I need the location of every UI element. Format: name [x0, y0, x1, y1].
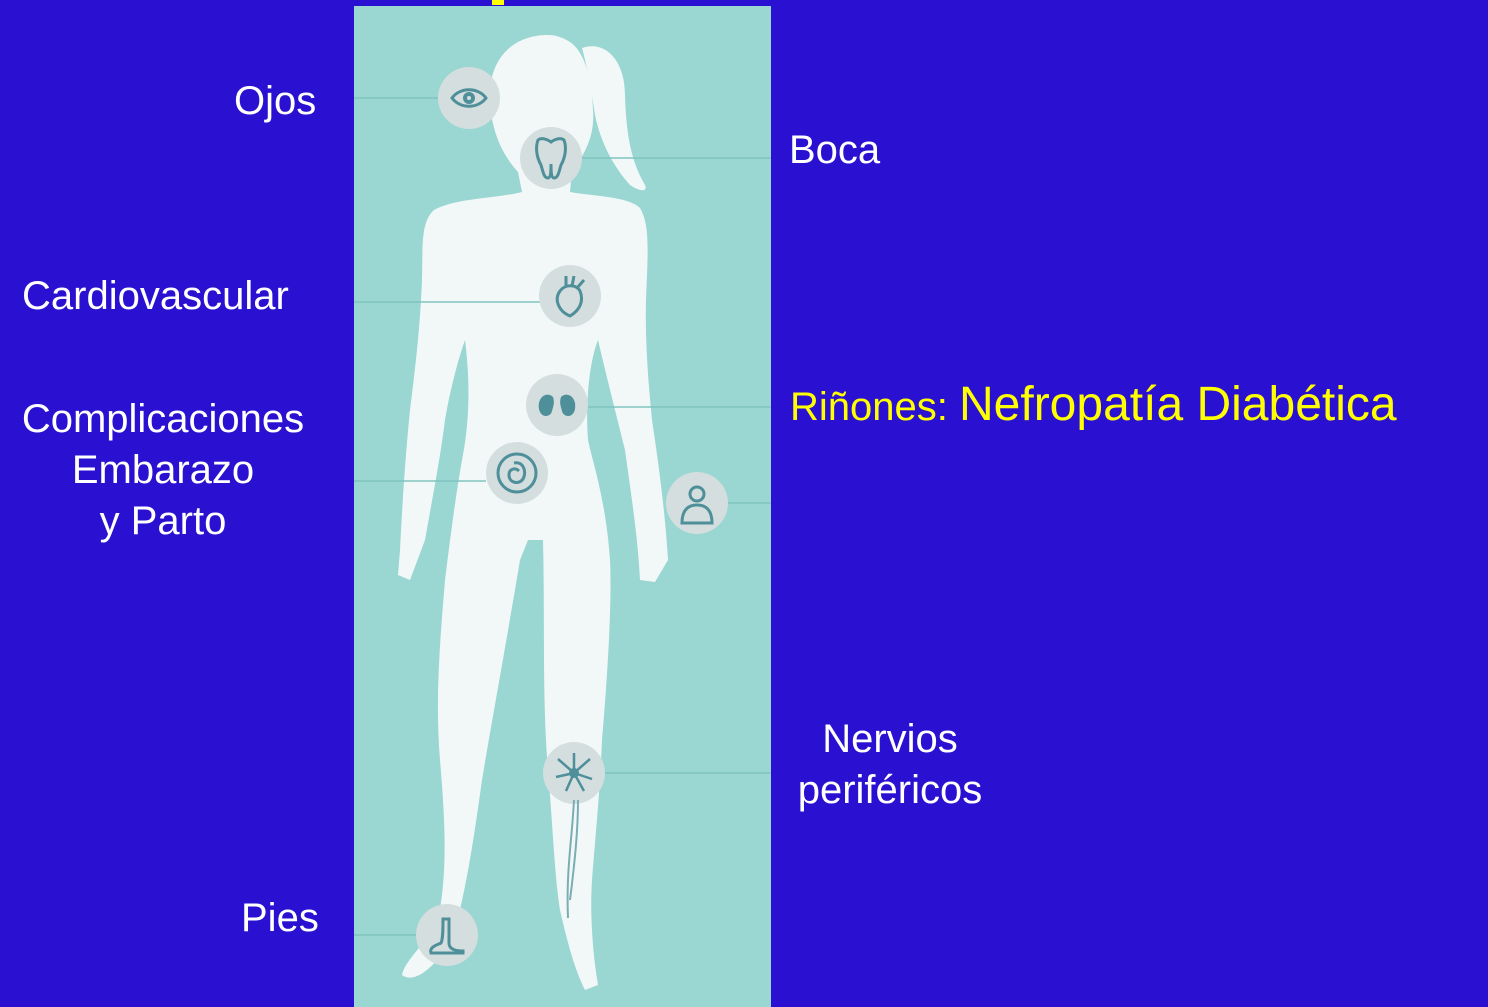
label-nefropatia: Nefropatía Diabética [959, 378, 1397, 431]
label-embarazo-line2: Embarazo [8, 445, 318, 496]
label-embarazo-line1: Complicaciones [8, 394, 318, 445]
eye-icon [438, 67, 500, 129]
neuron-icon [543, 742, 605, 804]
label-cardiovascular: Cardiovascular [22, 271, 289, 322]
label-pies: Pies [241, 893, 319, 944]
label-rinones-prefix: Riñones: [790, 385, 948, 429]
label-rinones: Riñones: Nefropatía Diabética [790, 379, 1397, 433]
kidneys-icon [526, 374, 588, 436]
label-ojos: Ojos [234, 76, 316, 127]
label-nervios-line2: periféricos [785, 765, 995, 816]
fetus-icon [486, 442, 548, 504]
heart-icon [539, 265, 601, 327]
label-embarazo-line3: y Parto [8, 496, 318, 547]
tooth-icon [520, 127, 582, 189]
label-boca: Boca [789, 125, 880, 176]
doctor-icon [666, 472, 728, 534]
label-nervios: Nervios periféricos [785, 714, 995, 816]
label-embarazo: Complicaciones Embarazo y Parto [8, 394, 318, 547]
foot-icon [416, 904, 478, 966]
label-nervios-line1: Nervios [785, 714, 995, 765]
